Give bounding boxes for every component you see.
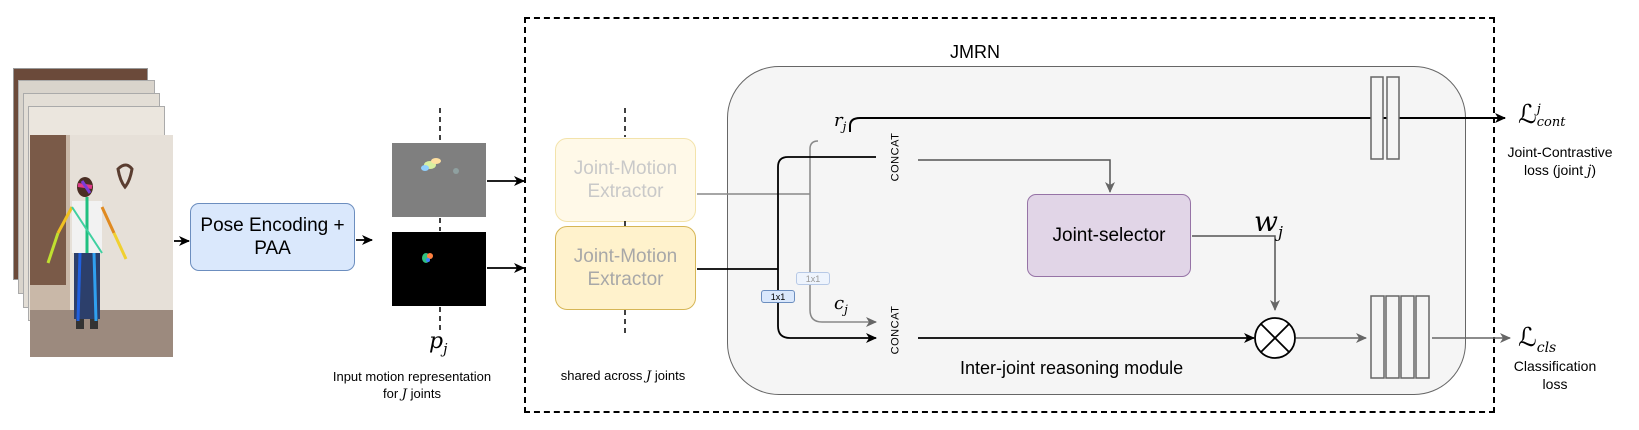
video-frame-front (30, 135, 173, 357)
joint-selector-label: Joint-selector (1052, 224, 1166, 246)
motion-representation-image-top (392, 143, 486, 217)
extractor-line2: Extractor (587, 269, 664, 290)
joint-selector-box: Joint-selector (1027, 194, 1191, 277)
joint-motion-extractor-faded: Joint-Motion Extractor (555, 138, 696, 222)
symbol-loss-classification: ℒcls (1518, 323, 1557, 357)
inter-joint-reasoning-label: Inter-joint reasoning module (960, 358, 1184, 378)
shared-across-caption: shared across J joints (560, 368, 686, 384)
conv1x1-badge: 1x1 (761, 290, 795, 303)
symbol-p-j: pj (429, 329, 448, 358)
symbol-w-j: wj (1254, 205, 1283, 242)
pose-box-line2: PAA (254, 238, 291, 259)
contrastive-projection-layers (1370, 76, 1400, 160)
concat-label-bottom: CONCAT (889, 305, 902, 355)
contrastive-loss-caption: Joint-Contrastive loss (joint j) (1507, 144, 1613, 179)
jmrn-title: JMRN (950, 42, 1000, 62)
pose-box-line1: Pose Encoding + (200, 215, 345, 236)
extractor-line2: Extractor (587, 181, 664, 202)
classification-loss-caption: Classification loss (1513, 358, 1597, 392)
extractor-line1: Joint-Motion (573, 246, 678, 267)
multiply-operator-icon (1254, 317, 1296, 359)
motion-representation-image-bottom (392, 232, 486, 306)
input-motion-caption: Input motion representation for J joints (332, 369, 492, 402)
conv1x1-badge-faded: 1x1 (796, 272, 830, 285)
extractor-line1: Joint-Motion (573, 158, 678, 179)
symbol-c-j: cj (834, 293, 848, 317)
joint-motion-extractor: Joint-Motion Extractor (555, 226, 696, 310)
concat-label-top: CONCAT (889, 132, 902, 182)
pose-encoding-paa-box: Pose Encoding + PAA (190, 203, 355, 271)
symbol-r-j: rj (834, 110, 847, 134)
shared-module-dashed-border (524, 17, 1495, 413)
classification-layers (1370, 295, 1430, 379)
